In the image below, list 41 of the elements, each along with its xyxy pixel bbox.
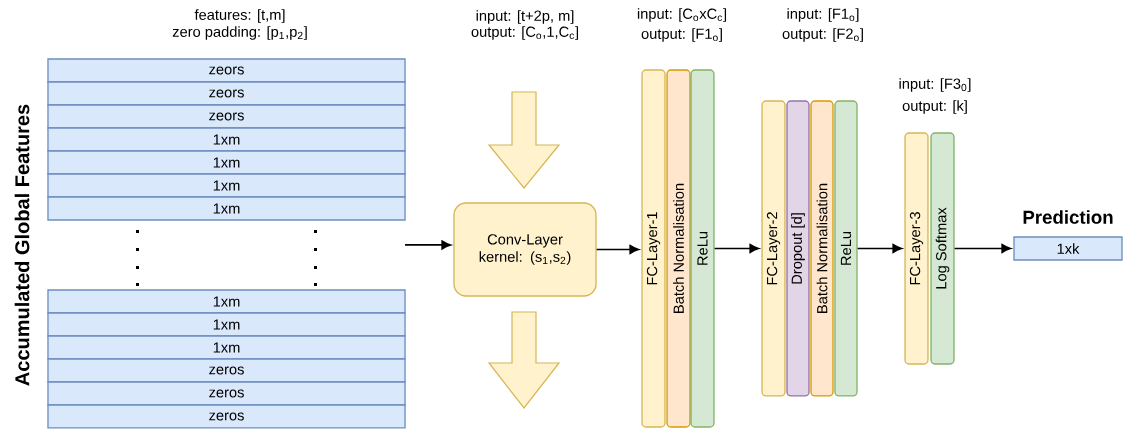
matrix-row: zeors [47, 81, 406, 106]
arrow [856, 243, 903, 254]
shape-annotation: input: [F3$_{0}$] [899, 78, 971, 92]
matrix-row: 1xm [47, 150, 406, 175]
shape-annotation: output: [C$_{o}$,1,C$_{c}$] [471, 26, 578, 40]
shape-annotation: output: [F1$_{o}$] [641, 28, 722, 42]
layer-bar: Log Softmax [930, 132, 955, 365]
matrix-row: 1xm [47, 196, 406, 221]
output-box: 1xk [1013, 236, 1123, 261]
shape-annotation: input: [C$_{o}$xC$_{c}$] [637, 8, 727, 22]
shape-annotation: zero padding: [p$_{1}$,p$_{2}$] [172, 26, 307, 40]
matrix-row: zeros [47, 404, 406, 429]
matrix-row: zeors [47, 58, 406, 83]
layer-bar: ReLu [690, 69, 715, 428]
layer-bar: Batch Normalisation [810, 100, 834, 397]
arrow [953, 243, 1012, 254]
shape-annotation: output: [k] [902, 100, 967, 114]
layer-box: Conv-Layer kernel: (s$_{1}$,s$_{2}$) [453, 202, 597, 297]
side-title: Accumulated Global Features [14, 104, 30, 386]
shape-annotation: output: [F2$_{o}$] [782, 28, 863, 42]
arrow [404, 240, 452, 250]
layer-bar: Batch Normalisation [666, 69, 691, 428]
matrix-row: 1xm [47, 289, 406, 314]
layer-bar: Dropout [d] [786, 100, 810, 397]
shape-annotation: features: [t,m] [194, 9, 285, 23]
matrix-row: 1xm [47, 312, 406, 337]
matrix-row: 1xm [47, 173, 406, 198]
shape-annotation: input: [F1$_{o}$] [787, 8, 859, 22]
matrix-row: zeros [47, 381, 406, 406]
arrow [713, 243, 760, 254]
shape-annotation: input: [t+2p, m] [476, 10, 574, 24]
output-heading: Prediction [1023, 210, 1113, 224]
layer-bar: ReLu [834, 100, 858, 397]
matrix-row: zeors [47, 104, 406, 129]
layer-bar: FC-Layer-3 [904, 132, 929, 365]
matrix-row: zeros [47, 358, 406, 383]
layer-bar: FC-Layer-1 [641, 69, 666, 428]
matrix-row: 1xm [47, 335, 406, 360]
arrow [595, 244, 640, 255]
layer-bar: FC-Layer-2 [761, 100, 786, 397]
matrix-row: 1xm [47, 127, 406, 152]
